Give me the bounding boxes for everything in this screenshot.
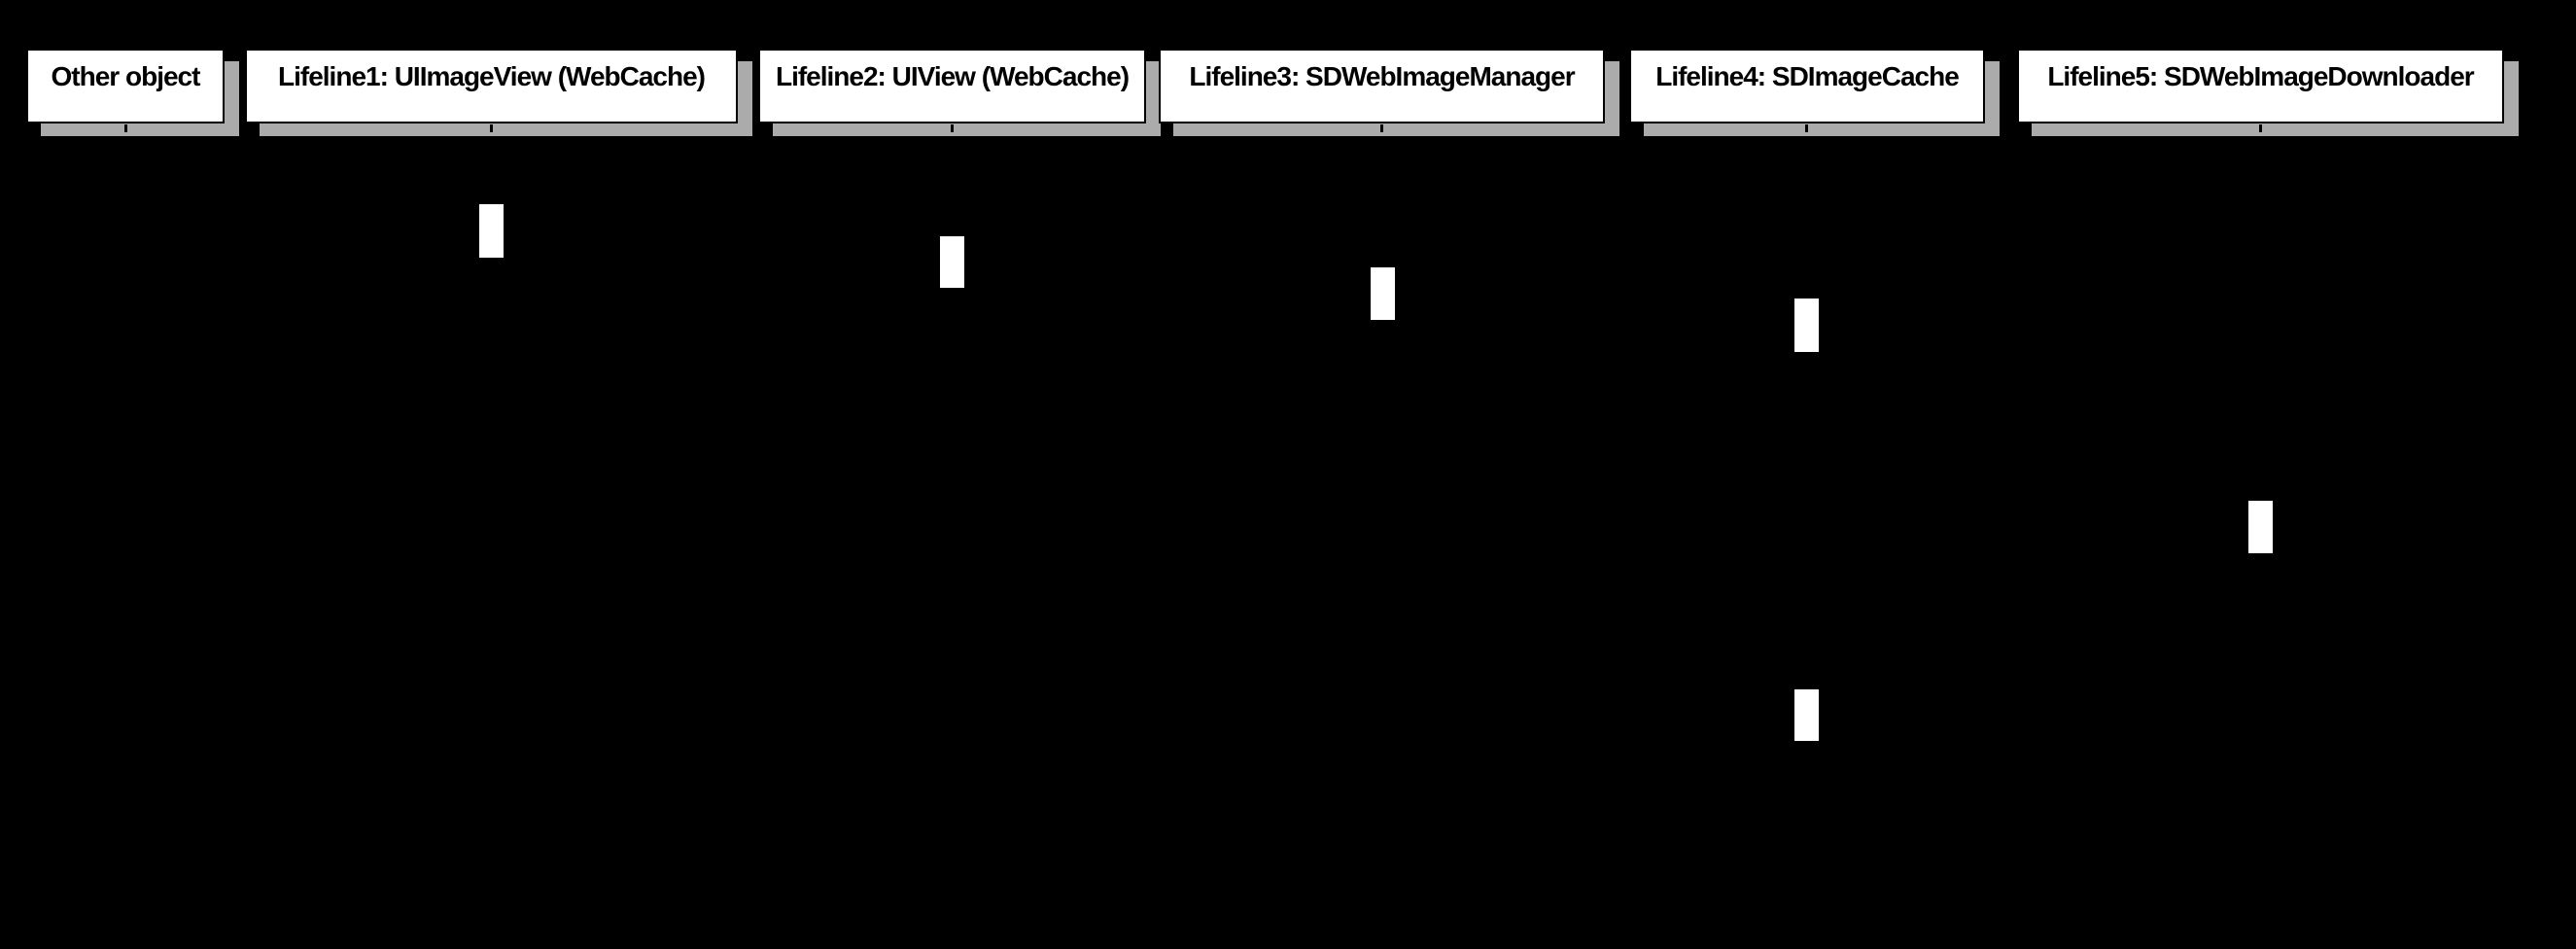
lifeline-head-sdimagecache: Lifeline4: SDImageCache: [1629, 49, 1985, 123]
lifeline-head-sdwebimagemanager: Lifeline3: SDWebImageManager: [1159, 49, 1605, 123]
lifeline-label: Lifeline1: UIImageView (WebCache): [278, 61, 706, 91]
activation-bar-lifeline4-first: [1794, 299, 1819, 352]
lifeline-dashed-line: [124, 124, 127, 949]
lifeline-head-uiimageview: Lifeline1: UIImageView (WebCache): [245, 49, 738, 123]
lifeline-head-uiview: Lifeline2: UIView (WebCache): [758, 49, 1146, 123]
activation-bar-lifeline1: [479, 204, 504, 258]
lifeline-head-sdwebimagedownloader: Lifeline5: SDWebImageDownloader: [2017, 49, 2504, 123]
lifeline-head-other-object: Other object: [26, 49, 225, 123]
lifeline-dashed-line: [1805, 124, 1808, 949]
activation-bar-lifeline5: [2248, 501, 2273, 553]
lifeline-label: Lifeline2: UIView (WebCache): [775, 61, 1130, 91]
activation-bar-lifeline4-second: [1794, 689, 1819, 741]
lifeline-dashed-line: [1380, 124, 1383, 949]
lifeline-label: Lifeline4: SDImageCache: [1655, 61, 1960, 91]
lifeline-label: Other object: [51, 61, 201, 91]
lifeline-dashed-line: [951, 124, 954, 949]
activation-bar-lifeline2: [940, 236, 964, 288]
lifeline-label: Lifeline3: SDWebImageManager: [1189, 61, 1575, 91]
lifeline-label: Lifeline5: SDWebImageDownloader: [2047, 61, 2474, 91]
activation-bar-lifeline3: [1371, 267, 1395, 320]
lifeline-dashed-line: [490, 124, 493, 949]
